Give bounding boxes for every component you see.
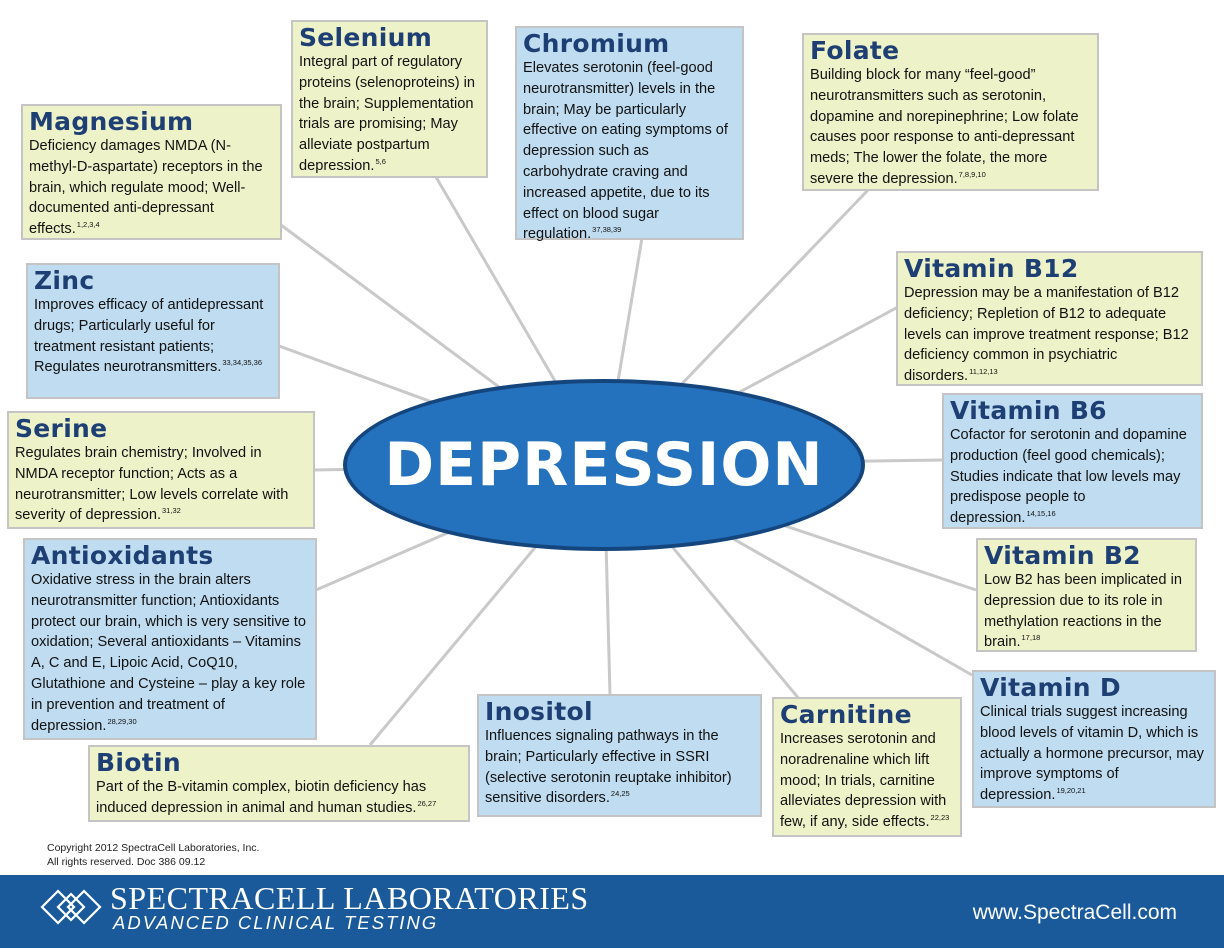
vitamin-b2-refs: 17,18 bbox=[1021, 633, 1041, 643]
folate-box: Folate Building block for many “feel-goo… bbox=[802, 33, 1099, 191]
serine-refs: 31,32 bbox=[162, 506, 181, 516]
vitamin-d-title: Vitamin D bbox=[980, 673, 1121, 702]
copyright-line-1: Copyright 2012 SpectraCell Laboratories,… bbox=[47, 842, 260, 854]
folate-text: Building block for many “feel-good” neur… bbox=[810, 67, 1079, 187]
magnesium-box: Magnesium Deficiency damages NMDA (N-met… bbox=[21, 104, 282, 240]
vitamin-b2-text: Low B2 has been implicated in depression… bbox=[984, 572, 1182, 651]
magnesium-text: Deficiency damages NMDA (N-methyl-D-aspa… bbox=[29, 138, 263, 238]
vitamin-b12-refs: 11,12,13 bbox=[969, 367, 998, 377]
company-tagline: ADVANCED CLINICAL TESTING bbox=[113, 912, 439, 933]
vitamin-b12-title: Vitamin B12 bbox=[904, 254, 1079, 283]
chromium-title: Chromium bbox=[523, 29, 670, 58]
vitamin-d-text: Clinical trials suggest increasing blood… bbox=[980, 704, 1204, 804]
folate-title: Folate bbox=[810, 36, 900, 65]
serine-title: Serine bbox=[15, 414, 108, 443]
company-name: SPECTRACELL LABORATORIES bbox=[110, 880, 589, 916]
zinc-title: Zinc bbox=[34, 266, 95, 295]
footer-bar: SPECTRACELL LABORATORIES ADVANCED CLINIC… bbox=[0, 875, 1224, 948]
folate-refs: 7,8,9,10 bbox=[958, 169, 986, 179]
carnitine-refs: 22,23 bbox=[930, 813, 950, 823]
inositol-refs: 24,25 bbox=[610, 789, 630, 799]
biotin-title: Biotin bbox=[96, 748, 181, 777]
zinc-box: Zinc Improves efficacy of antidepressant… bbox=[26, 263, 280, 399]
carnitine-text: Increases serotonin and noradrenaline wh… bbox=[780, 731, 947, 831]
vitamin-d-refs: 19,20,21 bbox=[1056, 786, 1086, 796]
chromium-box: Chromium Elevates serotonin (feel-good n… bbox=[515, 26, 744, 243]
biotin-box: Biotin Part of the B-vitamin complex, bi… bbox=[88, 745, 470, 822]
antioxidants-refs: 28,29,30 bbox=[107, 716, 137, 726]
antioxidants-title: Antioxidants bbox=[31, 541, 214, 570]
vitamin-b2-title: Vitamin B2 bbox=[984, 541, 1141, 570]
biotin-refs: 26,27 bbox=[417, 798, 437, 808]
copyright-line-2: All rights reserved. Doc 386 09.12 bbox=[47, 856, 206, 868]
vitamin-b6-box: Vitamin B6 Cofactor for serotonin and do… bbox=[942, 393, 1203, 529]
biotin-text: Part of the B-vitamin complex, biotin de… bbox=[96, 779, 427, 816]
vitamin-b12-box: Vitamin B12 Depression may be a manifest… bbox=[896, 251, 1203, 386]
zinc-refs: 33,34,35,36 bbox=[222, 358, 262, 368]
magnesium-refs: 1,2,3,4 bbox=[76, 220, 100, 230]
center-title: DEPRESSION bbox=[384, 430, 824, 500]
chromium-text: Elevates serotonin (feel-good neurotrans… bbox=[523, 60, 728, 243]
vitamin-b2-box: Vitamin B2 Low B2 has been implicated in… bbox=[976, 538, 1197, 652]
chromium-refs: 37,38,39 bbox=[592, 225, 622, 235]
vitamin-b6-title: Vitamin B6 bbox=[950, 396, 1107, 425]
antioxidants-box: Antioxidants Oxidative stress in the bra… bbox=[23, 538, 317, 740]
depression-ellipse: DEPRESSION bbox=[343, 379, 865, 551]
selenium-refs: 5,6 bbox=[375, 156, 386, 166]
spectracell-logo-icon bbox=[40, 889, 102, 925]
selenium-title: Selenium bbox=[299, 23, 433, 52]
zinc-text: Improves efficacy of antidepressant drug… bbox=[34, 297, 264, 376]
vitamin-b6-text: Cofactor for serotonin and dopamine prod… bbox=[950, 427, 1187, 527]
antioxidants-text: Oxidative stress in the brain alters neu… bbox=[31, 572, 306, 734]
serine-text: Regulates brain chemistry; Involved in N… bbox=[15, 445, 289, 524]
inositol-text: Influences signaling pathways in the bra… bbox=[485, 728, 732, 807]
carnitine-title: Carnitine bbox=[780, 700, 912, 729]
vitamin-b12-text: Depression may be a manifestation of B12… bbox=[904, 285, 1189, 385]
selenium-text: Integral part of regulatory proteins (se… bbox=[299, 54, 476, 174]
serine-box: Serine Regulates brain chemistry; Involv… bbox=[7, 411, 315, 529]
vitamin-b6-refs: 14,15,16 bbox=[1026, 509, 1056, 519]
vitamin-d-box: Vitamin D Clinical trials suggest increa… bbox=[972, 670, 1216, 808]
inositol-box: Inositol Influences signaling pathways i… bbox=[477, 694, 762, 817]
inositol-title: Inositol bbox=[485, 697, 593, 726]
selenium-box: Selenium Integral part of regulatory pro… bbox=[291, 20, 488, 178]
copyright-notice: Copyright 2012 SpectraCell Laboratories,… bbox=[47, 841, 259, 869]
carnitine-box: Carnitine Increases serotonin and noradr… bbox=[772, 697, 962, 837]
website-link[interactable]: www.SpectraCell.com bbox=[972, 901, 1177, 924]
magnesium-title: Magnesium bbox=[29, 107, 194, 136]
